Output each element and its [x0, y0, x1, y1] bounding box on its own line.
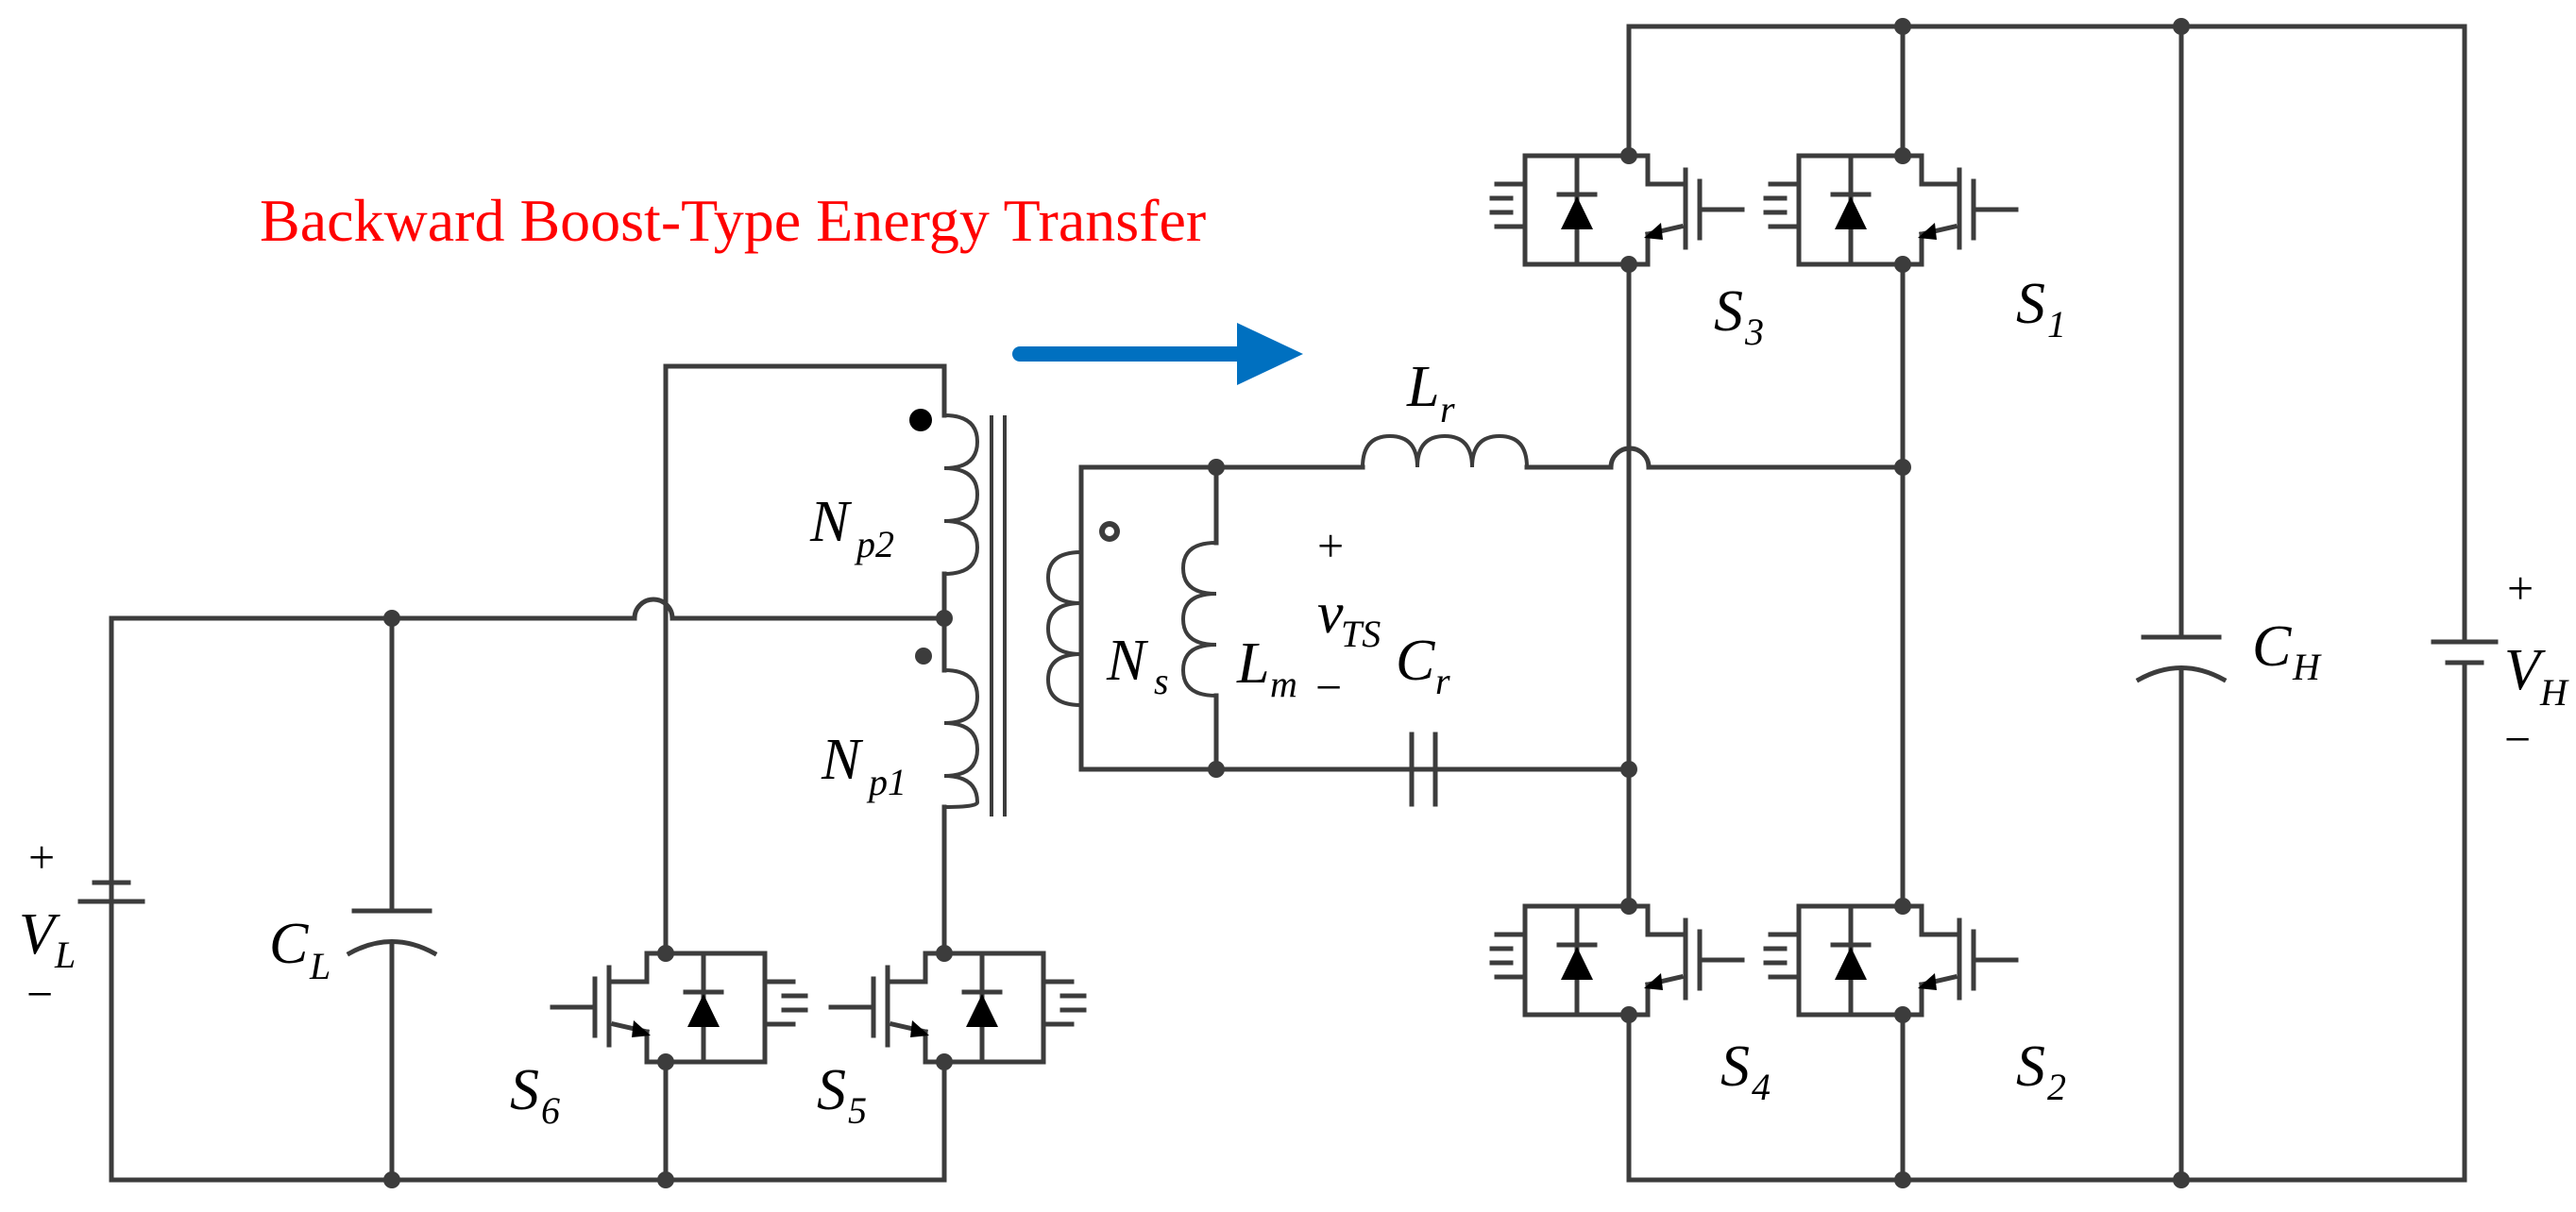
svg-text:p2: p2 — [854, 523, 894, 565]
svg-text:4: 4 — [1752, 1066, 1771, 1108]
svg-text:−: − — [26, 968, 53, 1020]
label-lm: L m — [1236, 631, 1297, 705]
svg-text:v: v — [1317, 581, 1344, 646]
label-lr: L r — [1406, 355, 1455, 430]
label-s1: S 1 — [2016, 272, 2066, 345]
svg-text:L: L — [1406, 355, 1439, 419]
label-vts: + v TS − — [1315, 519, 1381, 714]
label-s3: S 3 — [1714, 279, 1764, 353]
label-s5: S 5 — [817, 1058, 867, 1132]
capacitor-cr — [1213, 732, 1632, 807]
label-s4: S 4 — [1720, 1035, 1771, 1108]
svg-text:C: C — [269, 912, 309, 976]
svg-text:N: N — [821, 728, 864, 792]
label-cl: C L — [269, 912, 330, 987]
svg-text:N: N — [809, 490, 853, 554]
label-vh: + V H − — [2504, 562, 2569, 766]
diagram-title: Backward Boost-Type Energy Transfer — [260, 187, 1206, 254]
inductor-lr — [1361, 433, 1906, 470]
svg-text:TS: TS — [1341, 613, 1381, 655]
winding-ns — [1045, 464, 1120, 772]
svg-text:S: S — [1714, 279, 1743, 344]
winding-np2 — [909, 409, 980, 673]
svg-text:L: L — [1236, 631, 1269, 696]
switch-s2 — [1766, 883, 2016, 1038]
switch-s1 — [1766, 132, 2016, 288]
svg-text:C: C — [1396, 629, 1435, 693]
svg-text:S: S — [510, 1058, 539, 1122]
high-voltage-side — [1492, 18, 2499, 1188]
svg-text:m: m — [1270, 663, 1297, 705]
inductor-lm — [1180, 459, 1225, 778]
label-ch: C H — [2252, 614, 2322, 688]
svg-text:N: N — [1106, 629, 1149, 693]
svg-text:5: 5 — [848, 1089, 867, 1132]
svg-text:S: S — [2016, 272, 2045, 336]
svg-text:3: 3 — [1744, 311, 1764, 353]
switch-s5 — [831, 930, 1084, 1086]
battery-vl — [77, 880, 145, 904]
svg-text:s: s — [1154, 660, 1169, 702]
switch-s4 — [1492, 883, 1742, 1038]
svg-text:V: V — [19, 902, 60, 967]
switch-s3 — [1492, 132, 1742, 288]
svg-text:r: r — [1440, 388, 1455, 430]
svg-text:C: C — [2252, 614, 2292, 679]
svg-text:H: H — [2539, 671, 2569, 714]
svg-text:S: S — [817, 1058, 846, 1122]
svg-text:6: 6 — [541, 1089, 560, 1132]
svg-text:r: r — [1435, 660, 1450, 702]
svg-text:H: H — [2292, 646, 2322, 688]
winding-np1 — [915, 648, 980, 809]
svg-text:V: V — [2504, 638, 2546, 702]
svg-text:2: 2 — [2047, 1066, 2066, 1108]
svg-text:1: 1 — [2047, 303, 2066, 345]
svg-text:+: + — [28, 831, 55, 884]
capacitor-cl — [346, 610, 438, 1188]
capacitor-ch — [2135, 18, 2228, 1188]
svg-text:S: S — [1720, 1035, 1750, 1099]
svg-text:L: L — [54, 934, 76, 976]
svg-text:S: S — [2016, 1035, 2045, 1099]
battery-vh — [2431, 24, 2499, 1183]
svg-text:−: − — [1315, 661, 1342, 714]
secondary-side — [1045, 433, 1906, 807]
label-vl: + V L − — [19, 831, 76, 1020]
svg-text:+: + — [2507, 562, 2534, 614]
label-np2: N p2 — [809, 490, 894, 565]
label-s2: S 2 — [2016, 1035, 2066, 1108]
transformer-core — [990, 415, 1007, 816]
svg-text:L: L — [309, 945, 330, 987]
svg-text:−: − — [2504, 713, 2531, 766]
label-np1: N p1 — [821, 728, 907, 803]
label-cr: C r — [1396, 629, 1450, 702]
svg-text:p1: p1 — [866, 761, 907, 803]
label-s6: S 6 — [510, 1058, 560, 1132]
label-ns: N s — [1106, 629, 1169, 702]
energy-flow-arrow — [1012, 323, 1303, 385]
low-voltage-side — [77, 363, 1084, 1188]
svg-text:+: + — [1317, 519, 1344, 572]
switch-s6 — [552, 930, 805, 1086]
